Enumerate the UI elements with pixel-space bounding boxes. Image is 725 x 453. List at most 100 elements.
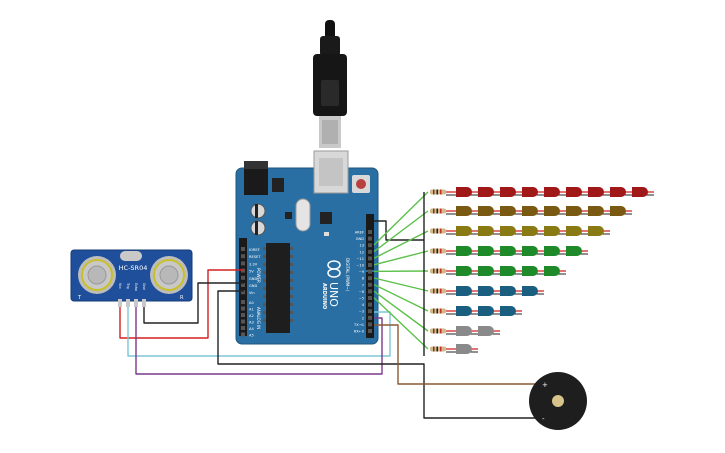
led[interactable]	[478, 206, 494, 216]
led[interactable]	[632, 187, 648, 197]
led[interactable]	[610, 206, 626, 216]
header-pin[interactable]	[368, 322, 372, 327]
led[interactable]	[610, 187, 626, 197]
piezo-buzzer[interactable]: + -	[529, 372, 587, 430]
led[interactable]	[566, 187, 582, 197]
header-pin[interactable]	[368, 263, 372, 267]
buzzer-plus-label: +	[542, 381, 548, 389]
led[interactable]	[544, 226, 560, 236]
led[interactable]	[478, 306, 494, 316]
led[interactable]	[478, 187, 494, 197]
led[interactable]	[456, 326, 472, 336]
wire-buzzer-gnd	[217, 290, 540, 419]
led[interactable]	[456, 187, 472, 197]
wire-led-signal	[373, 277, 429, 292]
header-pin[interactable]	[241, 261, 245, 266]
header-pin[interactable]	[368, 249, 372, 254]
led[interactable]	[522, 226, 538, 236]
led[interactable]	[522, 187, 538, 197]
led[interactable]	[456, 226, 472, 236]
digital-pin-label: RX←0	[354, 330, 365, 334]
led[interactable]	[522, 246, 538, 256]
power-header-label: POWER	[256, 268, 261, 283]
header-pin[interactable]	[368, 230, 372, 234]
header-pin[interactable]	[241, 313, 245, 317]
header-pin[interactable]	[241, 247, 245, 251]
sensor-pin-label: Trig	[126, 282, 130, 289]
header-pin[interactable]	[368, 315, 372, 320]
led[interactable]	[500, 187, 516, 197]
header-pin[interactable]	[241, 275, 245, 280]
led[interactable]	[588, 206, 604, 216]
header-pin[interactable]	[368, 282, 372, 287]
header-pin[interactable]	[241, 332, 245, 337]
led-row	[430, 306, 522, 316]
header-pin[interactable]	[368, 236, 372, 241]
led[interactable]	[544, 266, 560, 276]
header-pin[interactable]	[368, 329, 372, 333]
led[interactable]	[478, 326, 494, 336]
led[interactable]	[456, 266, 472, 276]
led-row	[430, 246, 588, 256]
header-pin[interactable]	[368, 309, 372, 314]
led[interactable]	[544, 246, 560, 256]
led[interactable]	[456, 206, 472, 216]
led[interactable]	[478, 266, 494, 276]
analog-pin-label: A2	[249, 314, 254, 318]
header-pin[interactable]	[241, 283, 245, 287]
led[interactable]	[478, 246, 494, 256]
led[interactable]	[478, 286, 494, 296]
led[interactable]	[456, 344, 472, 354]
led[interactable]	[544, 206, 560, 216]
analog-pin-label: A1	[249, 308, 254, 312]
power-pin-label: Vin	[249, 291, 255, 295]
wire-led-signal	[373, 230, 429, 259]
led[interactable]	[566, 206, 582, 216]
led[interactable]	[522, 206, 538, 216]
led[interactable]	[500, 286, 516, 296]
led[interactable]	[544, 187, 560, 197]
led[interactable]	[522, 286, 538, 296]
led[interactable]	[500, 226, 516, 236]
sensor-pin-label: Echo	[134, 283, 138, 291]
digital-pin-label: ~11	[356, 257, 364, 261]
led[interactable]	[566, 226, 582, 236]
digital-pin-label: 8	[362, 277, 365, 281]
header-pin[interactable]	[368, 256, 372, 261]
led[interactable]	[456, 286, 472, 296]
wire-echo	[135, 307, 383, 375]
led[interactable]	[500, 246, 516, 256]
led[interactable]	[456, 246, 472, 256]
led[interactable]	[500, 206, 516, 216]
led-row	[430, 206, 632, 216]
wire-trig	[127, 307, 391, 357]
header-pin[interactable]	[241, 300, 245, 304]
led[interactable]	[588, 187, 604, 197]
header-pin[interactable]	[368, 243, 372, 248]
led[interactable]	[478, 226, 494, 236]
buzzer-minus-label: -	[542, 415, 545, 423]
led[interactable]	[500, 306, 516, 316]
header-pin[interactable]	[241, 306, 245, 311]
arduino-logo-text: ARDUINO	[321, 283, 327, 309]
header-pin[interactable]	[241, 254, 245, 259]
led[interactable]	[522, 266, 538, 276]
header-pin[interactable]	[368, 289, 372, 294]
header-pin[interactable]	[241, 326, 245, 330]
header-pin[interactable]	[241, 290, 245, 295]
header-pin[interactable]	[368, 269, 372, 274]
header-pin[interactable]	[368, 296, 372, 300]
digital-pin-label: 2	[362, 316, 364, 320]
led[interactable]	[566, 246, 582, 256]
led[interactable]	[588, 226, 604, 236]
header-pin[interactable]	[368, 302, 372, 307]
led[interactable]	[456, 306, 472, 316]
header-pin[interactable]	[241, 319, 245, 324]
led-row	[430, 344, 478, 354]
led-row	[430, 187, 654, 197]
header-pin[interactable]	[368, 276, 372, 281]
led[interactable]	[500, 266, 516, 276]
